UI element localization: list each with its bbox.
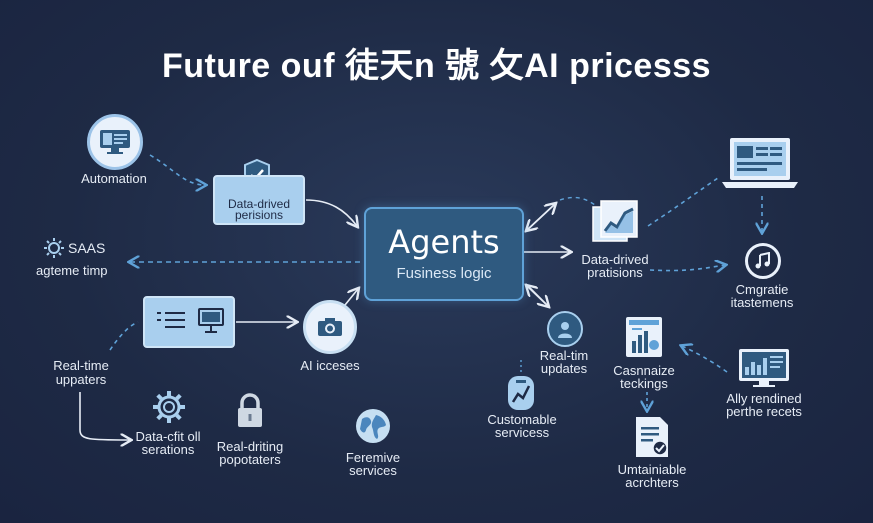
user-icon bbox=[547, 311, 583, 347]
umtainiable-line2: acrchters bbox=[625, 475, 679, 490]
music-note-icon bbox=[745, 243, 781, 279]
realtim-updates-line2: updates bbox=[540, 361, 588, 376]
data-driven-box-line1: Data-drived bbox=[227, 197, 291, 211]
agteme-label: agteme timp bbox=[36, 263, 108, 278]
saas-label: SAAS bbox=[68, 240, 106, 256]
dashboard-monitor-icon bbox=[737, 347, 791, 389]
data-driven-box-line2: perisions bbox=[234, 208, 284, 222]
feremive-line1: Feremive bbox=[345, 450, 401, 465]
document-check-icon bbox=[632, 415, 672, 459]
tablet-chart-icon bbox=[624, 315, 664, 359]
agents-center-box[interactable]: Agents Fusiness logic bbox=[364, 207, 524, 301]
data-cfit-line2: serations bbox=[141, 442, 195, 457]
data-driven-box[interactable]: Data-drived perisions bbox=[213, 175, 305, 225]
data-driven-right-line1: Data-drived bbox=[581, 252, 649, 267]
real-driting-line1: Real-driting bbox=[216, 439, 284, 454]
list-monitor-icon bbox=[157, 308, 224, 333]
data-driven-right-line2: pratisions bbox=[587, 265, 643, 280]
feremive-line2: services bbox=[349, 463, 397, 478]
realtim-updates-line1: Real-tim bbox=[539, 348, 589, 363]
casnnaize-line2: teckings bbox=[620, 376, 668, 391]
customable-line1: Customable bbox=[487, 412, 557, 427]
agents-subtitle: Fusiness logic bbox=[396, 265, 492, 282]
ally-rendined-line1: Ally rendined bbox=[726, 391, 802, 406]
chart-cards-icon bbox=[591, 199, 641, 245]
data-cfit-line1: Data-cfit oll bbox=[135, 429, 201, 444]
cmgratie-line2: itastemens bbox=[730, 295, 794, 310]
gear-sun-icon bbox=[44, 238, 64, 258]
ai-icceses-label: AI icceses bbox=[300, 358, 360, 373]
customable-line2: servicess bbox=[494, 425, 550, 440]
monitor-icon bbox=[87, 114, 143, 170]
ally-rendined-line2: perthe recets bbox=[726, 404, 802, 419]
globe-icon bbox=[354, 407, 392, 445]
gear-icon bbox=[152, 390, 186, 424]
lock-icon bbox=[234, 393, 266, 429]
realtime-left-line1: Real-time bbox=[53, 358, 109, 373]
umtainiable-line1: Umtainiable bbox=[617, 462, 687, 477]
camera-icon bbox=[303, 300, 357, 354]
laptop-icon bbox=[720, 136, 800, 192]
cmgratie-line1: Cmgratie bbox=[735, 282, 789, 297]
chart-device-icon bbox=[504, 372, 538, 412]
casnnaize-line1: Casnnaize bbox=[613, 363, 675, 378]
page-title: Future ouf 徒天n 號 攵AI pricesss bbox=[161, 47, 712, 85]
realtime-left-line2: uppaters bbox=[55, 372, 107, 387]
automation-label: Automation bbox=[81, 171, 147, 186]
real-driting-line2: popotaters bbox=[219, 452, 281, 467]
agents-title: Agents bbox=[388, 223, 500, 261]
list-monitor-box[interactable] bbox=[143, 296, 235, 348]
